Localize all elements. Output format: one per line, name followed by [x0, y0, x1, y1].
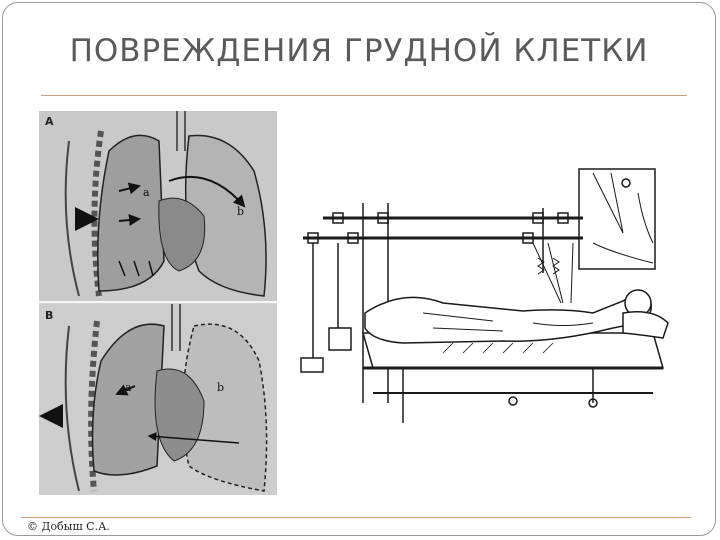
- traction-frame-illustration: [300, 168, 669, 423]
- title-divider: [41, 95, 687, 96]
- panel-a: A a b: [39, 111, 277, 301]
- slide-title: ПОВРЕЖДЕНИЯ ГРУДНОЙ КЛЕТКИ: [69, 33, 649, 69]
- label-a-bottom: a: [125, 381, 132, 394]
- label-b-top: b: [237, 205, 244, 218]
- panel-b-letter: B: [45, 309, 53, 322]
- panel-a-letter: A: [45, 115, 54, 128]
- lung-injury-illustration: A a b B: [39, 111, 277, 495]
- panel-b: B a b: [39, 304, 277, 495]
- author-credit: © Добыш С.А.: [27, 520, 110, 533]
- label-a-top: a: [143, 186, 150, 199]
- footer-divider: [21, 517, 691, 518]
- label-b-bottom: b: [217, 381, 224, 394]
